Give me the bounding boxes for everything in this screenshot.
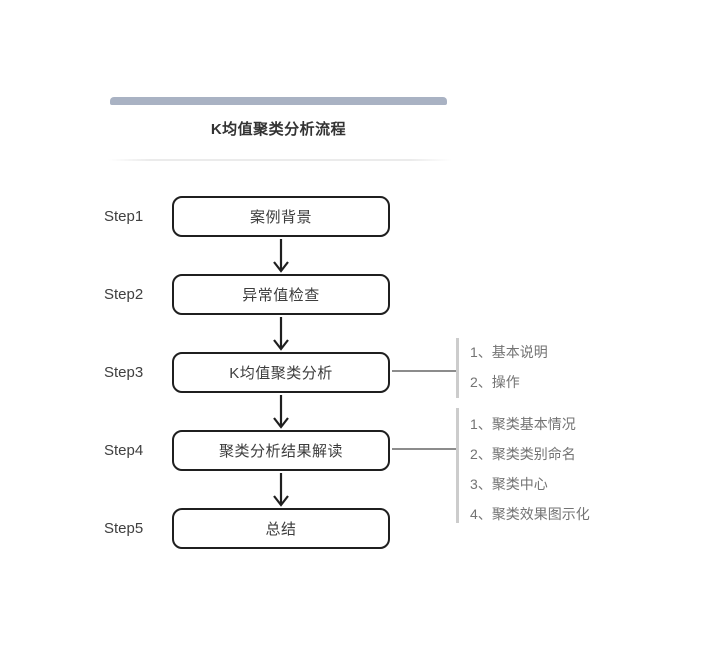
annotation-step3-1: 1、基本说明 (470, 344, 548, 360)
flow-box-step4: 聚类分析结果解读 (172, 430, 390, 471)
flow-box-step1-text: 案例背景 (249, 209, 312, 226)
header-divider (108, 159, 452, 161)
annotation-step4-3: 3、聚类中心 (470, 476, 548, 492)
flow-box-step3-text: K均值聚类分析 (229, 365, 333, 382)
flow-box-step2-text: 异常值检查 (242, 287, 320, 304)
page-title: K均值聚类分析流程 (210, 121, 347, 138)
step-label-4: Step4 (104, 442, 144, 459)
step-label-1: Step1 (104, 208, 144, 225)
connector-line-step3 (392, 370, 456, 372)
step-label-5: Step5 (104, 520, 144, 537)
annotation-step4-2: 2、聚类类别命名 (470, 446, 576, 462)
down-arrow-icon (273, 239, 289, 273)
flow-box-step3: K均值聚类分析 (172, 352, 390, 393)
bracket-step4 (456, 408, 459, 523)
flow-box-step1: 案例背景 (172, 196, 390, 237)
annotation-step4-4: 4、聚类效果图示化 (470, 506, 590, 522)
down-arrow-icon (273, 395, 289, 429)
step-label-2: Step2 (104, 286, 144, 303)
down-arrow-icon (273, 317, 289, 351)
annotation-step3-2: 2、操作 (470, 374, 520, 390)
flow-box-step5-text: 总结 (265, 521, 297, 538)
annotation-step4-1: 1、聚类基本情况 (470, 416, 576, 432)
flow-box-step5: 总结 (172, 508, 390, 549)
connector-line-step4 (392, 448, 456, 450)
bracket-step3 (456, 338, 459, 398)
step-label-3: Step3 (104, 364, 144, 381)
down-arrow-icon (273, 473, 289, 507)
flow-box-step2: 异常值检查 (172, 274, 390, 315)
flow-box-step4-text: 聚类分析结果解读 (218, 443, 343, 460)
header-accent-bar (110, 97, 447, 105)
